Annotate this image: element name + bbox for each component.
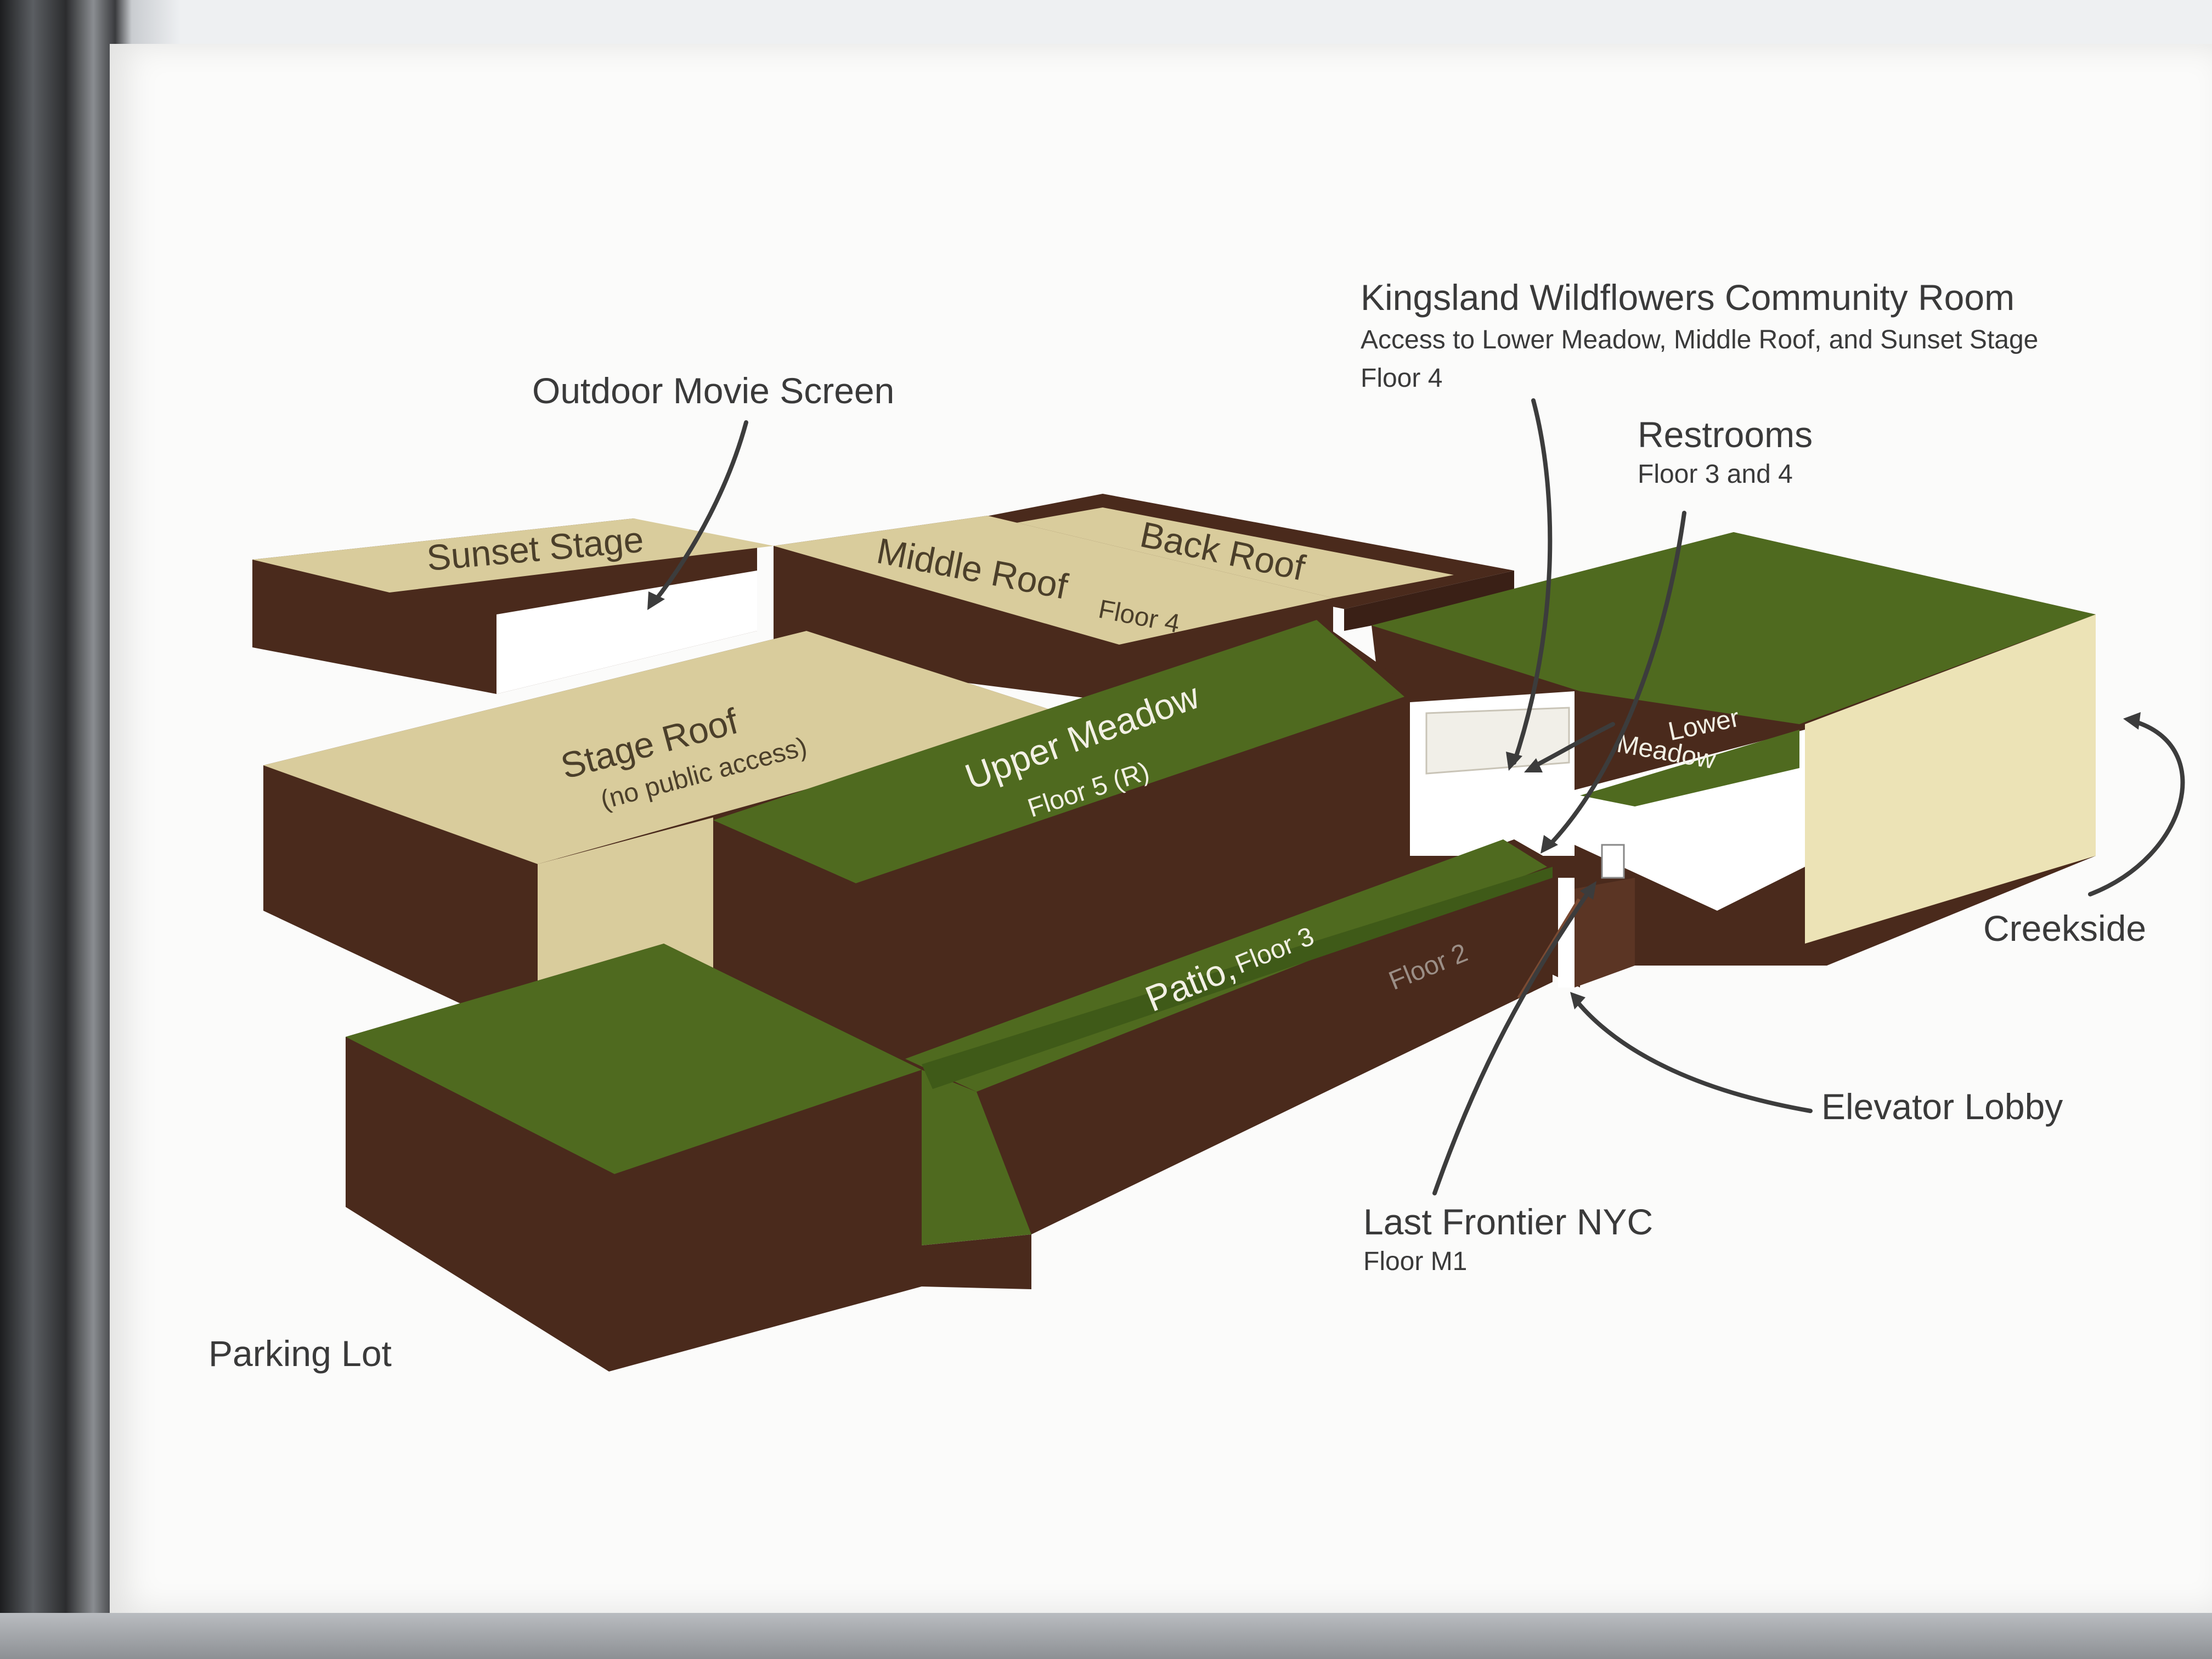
last-frontier-callout: Last Frontier NYC bbox=[1363, 1201, 1653, 1242]
sunset-stage-block bbox=[252, 518, 774, 694]
frame-bottom-edge bbox=[0, 1613, 2212, 1659]
parking-lot-block bbox=[346, 867, 1553, 1372]
outdoor-movie-screen-callout: Outdoor Movie Screen bbox=[532, 370, 894, 411]
middle-roof-block bbox=[774, 516, 1333, 702]
movie-screen-arrow bbox=[647, 420, 748, 610]
back-roof-block bbox=[933, 494, 1514, 631]
elevator-lobby-arrow bbox=[1570, 992, 1813, 1113]
creekside-callout: Creekside bbox=[1983, 908, 2146, 949]
restrooms-arrow bbox=[1541, 511, 1686, 854]
community-room-floor-note: Floor 4 bbox=[1361, 364, 1442, 393]
creekside-wall bbox=[1805, 614, 2096, 944]
parking-lot-label: Parking Lot bbox=[208, 1333, 392, 1374]
community-room-callout: Kingsland Wildflowers Community Room bbox=[1361, 277, 2015, 318]
last-frontier-arrow bbox=[1432, 881, 1596, 1195]
lower-meadow-arrow bbox=[1524, 722, 1615, 772]
community-room-access-note: Access to Lower Meadow, Middle Roof, and… bbox=[1361, 325, 2038, 354]
restrooms-floor-note: Floor 3 and 4 bbox=[1638, 460, 1793, 489]
last-frontier-floor-note: Floor M1 bbox=[1363, 1247, 1467, 1276]
creekside-arrow bbox=[2088, 712, 2185, 896]
outdoor-movie-screen-shape bbox=[496, 571, 757, 694]
restrooms-callout: Restrooms bbox=[1638, 414, 1813, 455]
community-room-arrow bbox=[1506, 398, 1553, 771]
elevator-lobby-callout: Elevator Lobby bbox=[1821, 1086, 2063, 1127]
